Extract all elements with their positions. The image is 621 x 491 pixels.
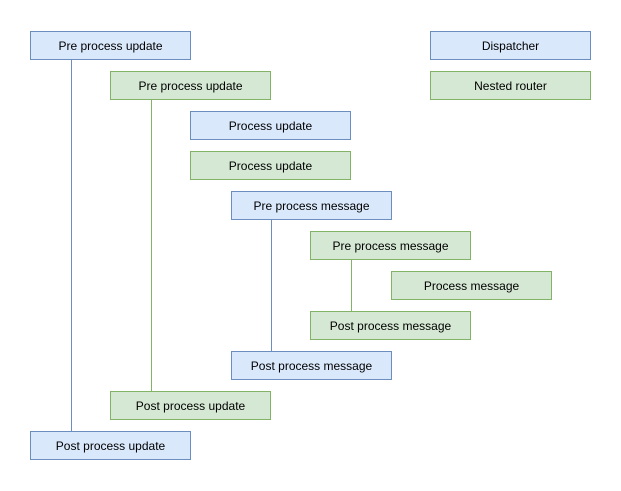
node-process-update-dispatcher: Process update	[190, 111, 351, 140]
node-pre-process-update-dispatcher: Pre process update	[30, 31, 191, 60]
node-post-process-update-router: Post process update	[110, 391, 271, 420]
connector-router-1	[151, 100, 152, 391]
connector-router-3	[351, 260, 352, 311]
connector-dispatcher-2	[271, 220, 272, 351]
connector-dispatcher-0	[71, 60, 72, 431]
legend-nested-router-router: Nested router	[430, 71, 591, 100]
node-pre-process-update-router: Pre process update	[110, 71, 271, 100]
node-pre-process-message-dispatcher: Pre process message	[231, 191, 392, 220]
node-pre-process-message-router: Pre process message	[310, 231, 471, 260]
node-process-update-router: Process update	[190, 151, 351, 180]
node-process-message-router: Process message	[391, 271, 552, 300]
legend-dispatcher-dispatcher: Dispatcher	[430, 31, 591, 60]
node-post-process-message-router: Post process message	[310, 311, 471, 340]
node-post-process-update-dispatcher: Post process update	[30, 431, 191, 460]
node-post-process-message-dispatcher: Post process message	[231, 351, 392, 380]
